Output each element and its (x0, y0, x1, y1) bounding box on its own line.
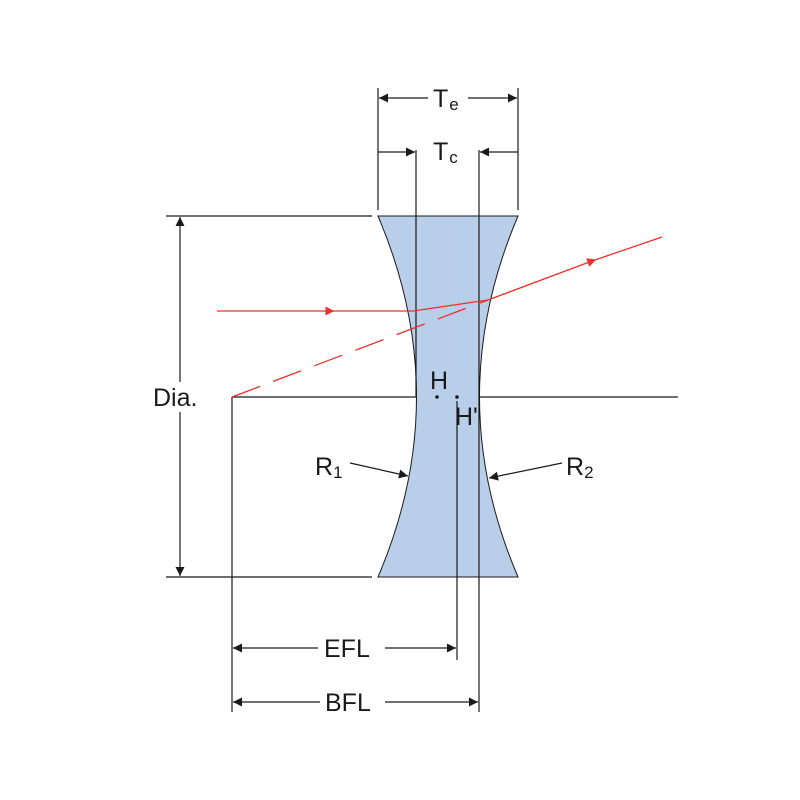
r1-label: R1 (315, 453, 343, 482)
bfl-label: BFL (325, 689, 371, 717)
dia-label-background (150, 382, 208, 412)
r2-label: R2 (566, 453, 594, 482)
r2-leader-arrow (488, 462, 563, 481)
dia-label: Dia. (153, 384, 197, 412)
principal-point-h-prime-dot (455, 395, 459, 399)
principal-point-h-prime-label: H' (455, 403, 478, 431)
principal-point-h-label: H (430, 367, 448, 395)
te-label: Te (433, 85, 459, 114)
concave-lens-body (377, 215, 519, 578)
refracted-ray (487, 236, 663, 301)
virtual-ray-extension (231, 299, 489, 398)
efl-label: EFL (324, 635, 370, 663)
tc-label: Tc (433, 138, 458, 167)
principal-point-h-dot (435, 395, 439, 399)
ray-inside-lens (412, 299, 489, 312)
r1-leader-arrow (349, 462, 409, 479)
